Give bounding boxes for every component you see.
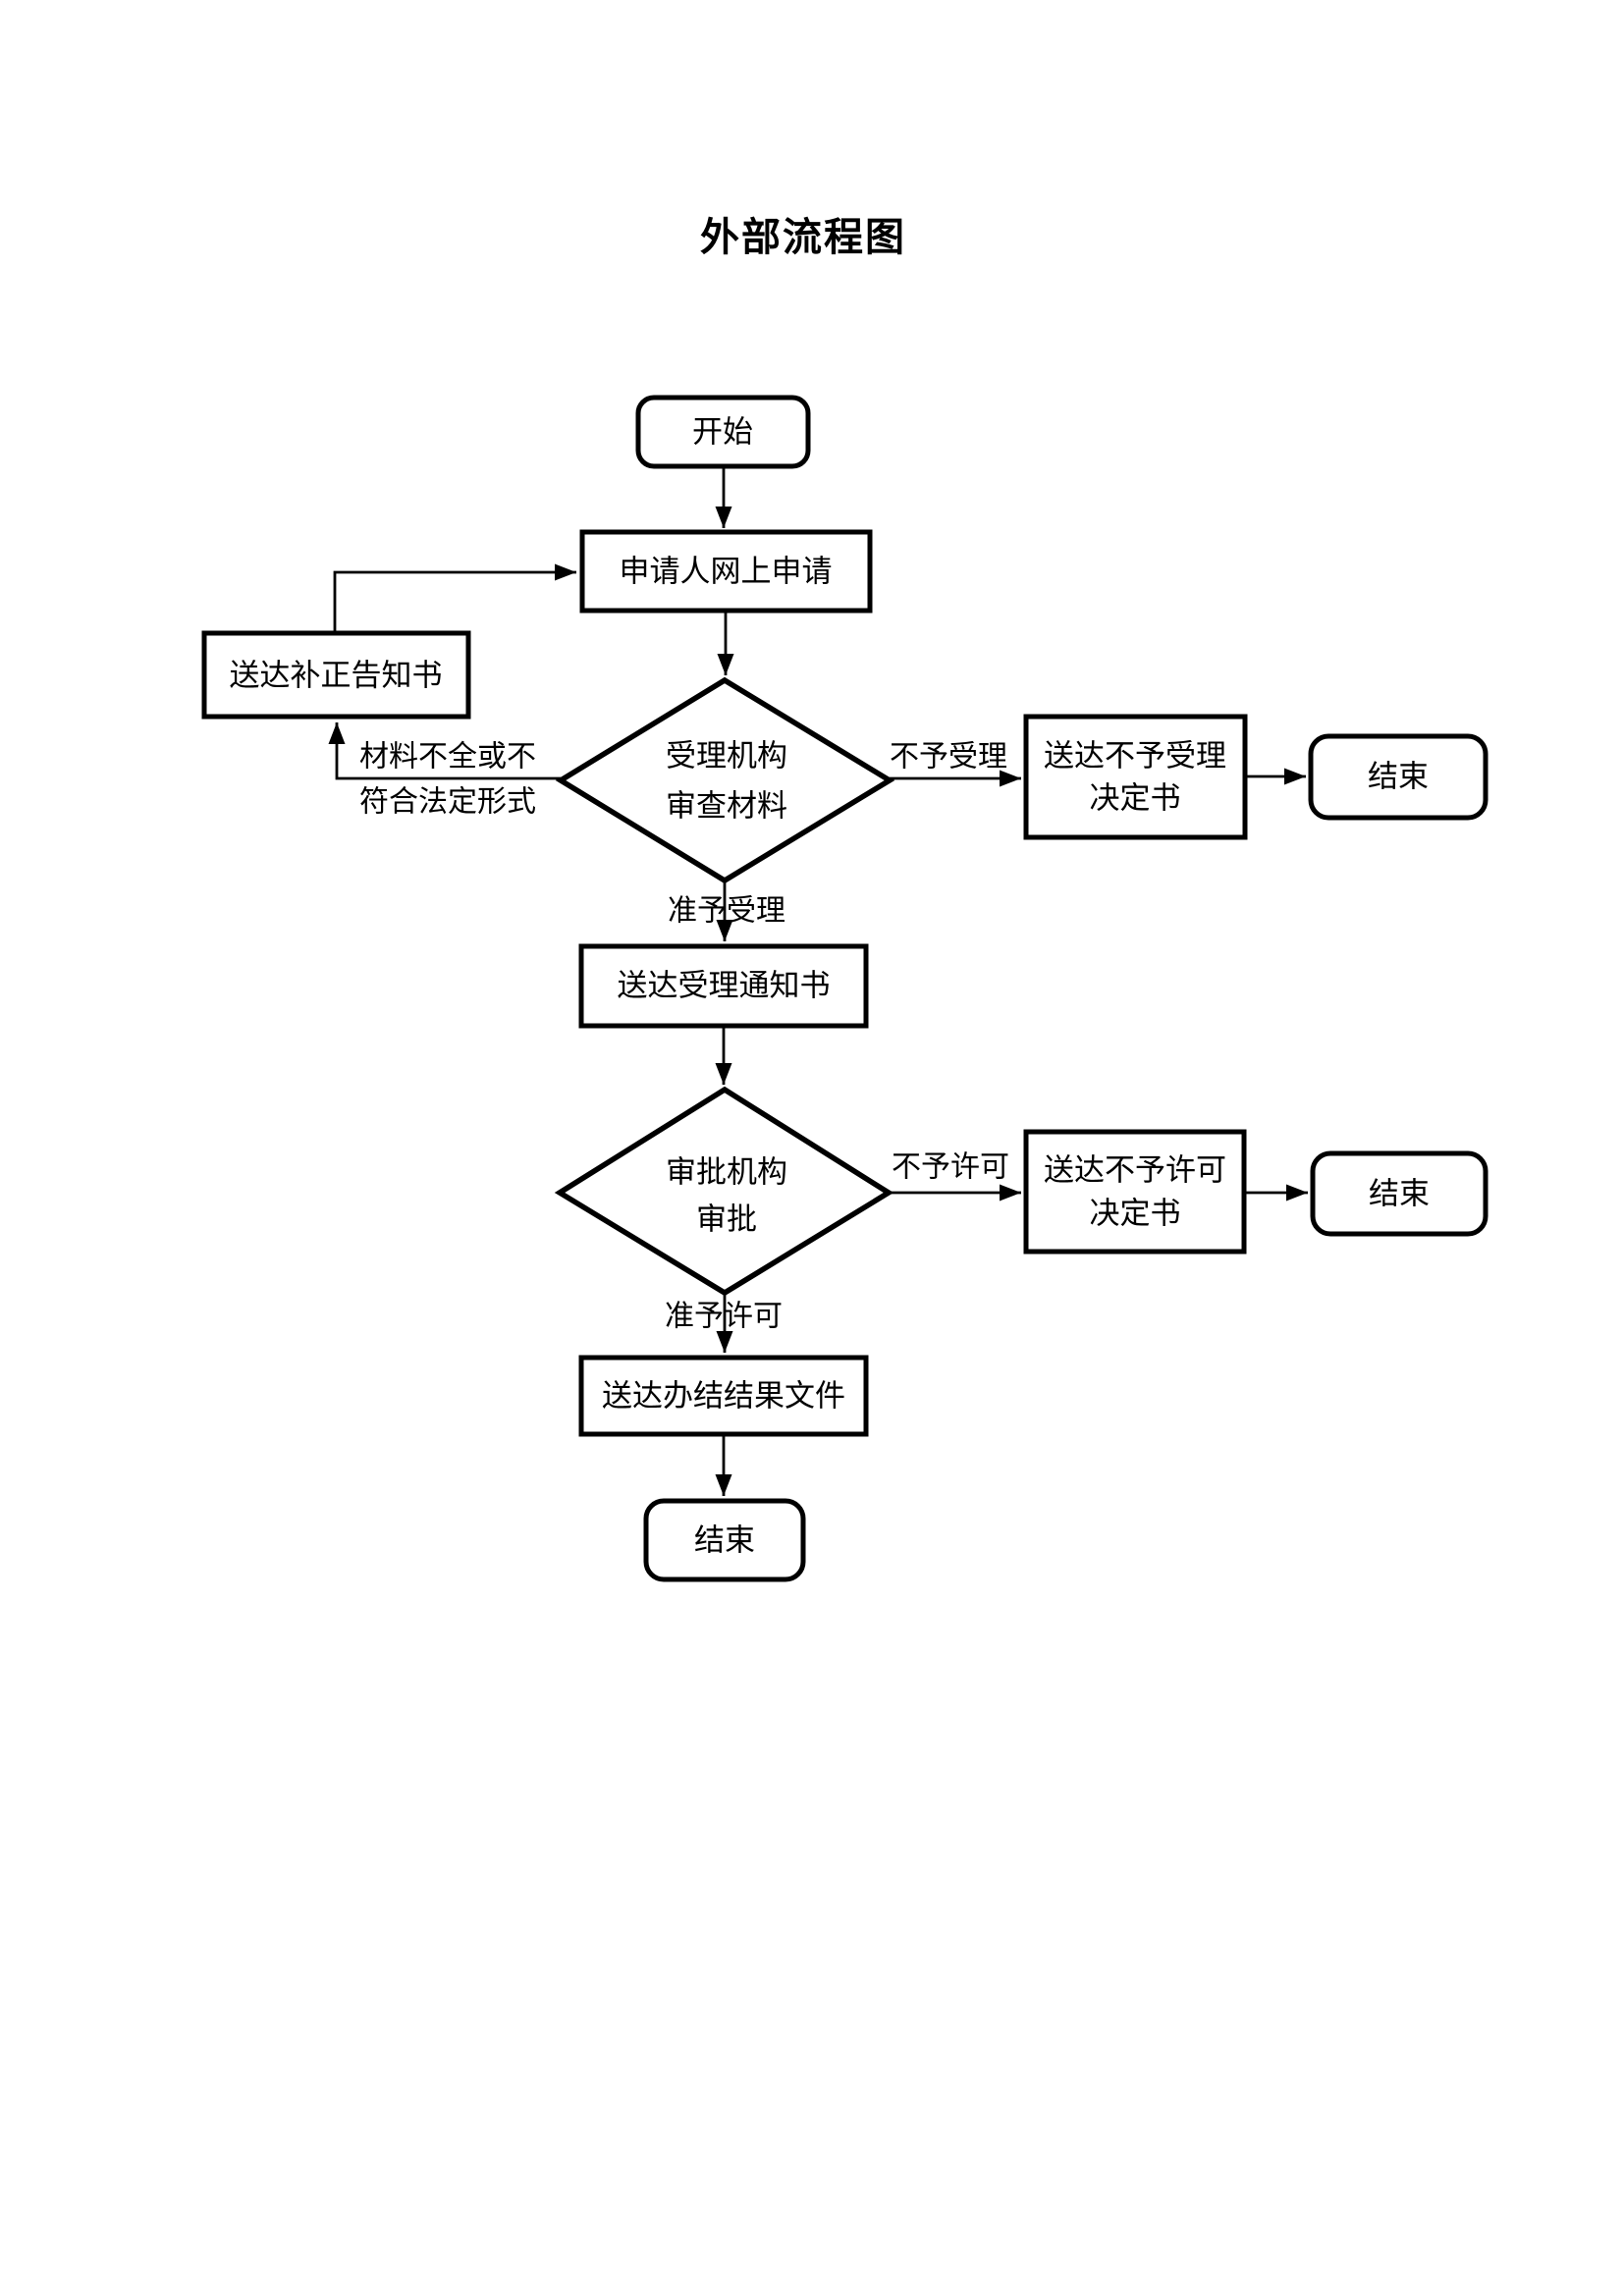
end3-node-label: 结束	[694, 1523, 755, 1558]
reject-permit-node-label-line1: 送达不予许可	[1044, 1153, 1226, 1188]
edge-label-incomplete-line1: 材料不全或不	[359, 741, 536, 774]
end1-node-label: 结束	[1368, 760, 1429, 794]
reject-accept-node-label-line2: 决定书	[1090, 781, 1181, 816]
edge-label-incomplete-line2: 符合法定形式	[359, 786, 536, 819]
end2-node-label: 结束	[1369, 1177, 1430, 1211]
reject-accept-node-label-line1: 送达不予受理	[1044, 739, 1226, 774]
correction-node-label: 送达补正告知书	[230, 659, 443, 693]
end1-node-shape	[1308, 733, 1489, 821]
end2-node-shape	[1310, 1150, 1489, 1237]
reject-permit-node-label-line2: 决定书	[1090, 1197, 1181, 1231]
approve-decision-label-line1: 审批机构	[666, 1155, 787, 1190]
end3-node-shape	[643, 1498, 806, 1582]
correction-node-shape	[201, 630, 471, 720]
diagram-title: 外部流程图	[700, 216, 906, 259]
result-node-label: 送达办结结果文件	[602, 1379, 845, 1414]
edge-review-to-correction	[328, 722, 561, 780]
reject-permit-node-shape	[1023, 1129, 1247, 1255]
review-decision-label-line2: 审查材料	[666, 789, 787, 824]
edge-label-not-accepted: 不予受理	[890, 741, 1007, 774]
apply-node-label: 申请人网上申请	[620, 555, 833, 589]
start-node-label: 开始	[692, 415, 753, 450]
reject-accept-node-shape	[1023, 714, 1248, 840]
edge-label-permitted: 准予许可	[665, 1301, 783, 1333]
approve-decision-shape	[554, 1086, 894, 1297]
edge-label-not-permitted: 不予许可	[892, 1151, 1009, 1184]
approve-decision-label-line2: 审批	[696, 1202, 757, 1237]
accept-notice-node-label: 送达受理通知书	[618, 969, 831, 1003]
accept-notice-node-shape	[578, 943, 869, 1029]
apply-node-shape	[579, 529, 873, 614]
edge-correction-to-apply	[333, 563, 576, 633]
review-decision-label-line1: 受理机构	[666, 739, 787, 774]
edge-label-accepted: 准予受理	[668, 895, 785, 928]
review-decision-shape	[555, 676, 895, 884]
